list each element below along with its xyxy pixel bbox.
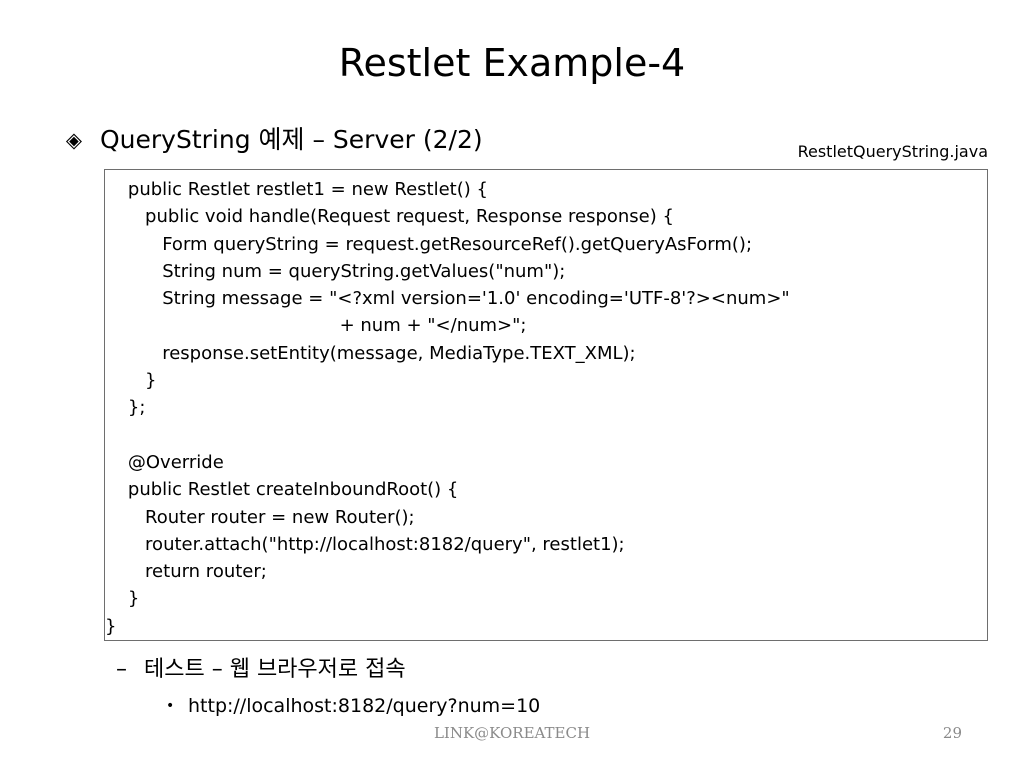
code-line: Form queryString = request.getResourceRe…: [105, 233, 753, 255]
main-bullet-text: QueryString 예제 – Server (2/2): [100, 125, 483, 154]
code-line: router.attach("http://localhost:8182/que…: [105, 533, 625, 555]
code-line: String num = queryString.getValues("num"…: [105, 260, 566, 282]
dot-bullet-icon: •: [166, 698, 175, 714]
test-url-text: http://localhost:8182/query?num=10: [188, 695, 541, 717]
code-block: public Restlet restlet1 = new Restlet() …: [104, 169, 988, 641]
code-line: @Override: [105, 451, 224, 473]
code-filename-label: RestletQueryString.java: [797, 142, 988, 161]
sub-bullet: –테스트 – 웹 브라우저로 접속: [116, 654, 406, 686]
code-line: Router router = new Router();: [105, 506, 415, 528]
code-line: response.setEntity(message, MediaType.TE…: [105, 342, 636, 364]
code-line: public void handle(Request request, Resp…: [105, 206, 674, 228]
page-number: 29: [942, 724, 962, 742]
code-line: }: [105, 588, 140, 610]
sub-bullet-text: 테스트 – 웹 브라우저로 접속: [144, 657, 406, 682]
diamond-bullet-icon: ◈: [65, 128, 83, 152]
code-line: String message = "<?xml version='1.0' en…: [105, 288, 790, 310]
dash-bullet-icon: –: [116, 657, 127, 682]
code-line: };: [105, 397, 146, 419]
code-line: }: [105, 370, 157, 392]
code-line: + num + "</num>";: [105, 315, 527, 337]
main-bullet: ◈ QueryString 예제 – Server (2/2): [62, 122, 483, 158]
slide-title: Restlet Example-4: [338, 41, 686, 85]
code-line: [105, 422, 987, 449]
code-line: public Restlet createInboundRoot() {: [105, 479, 459, 501]
footer-label: LINK@KOREATECH: [433, 724, 591, 742]
code-line: public Restlet restlet1 = new Restlet() …: [105, 179, 488, 200]
sub-sub-bullet: • http://localhost:8182/query?num=10: [166, 692, 540, 720]
code-line: }: [105, 615, 117, 637]
code-line: return router;: [105, 561, 267, 583]
